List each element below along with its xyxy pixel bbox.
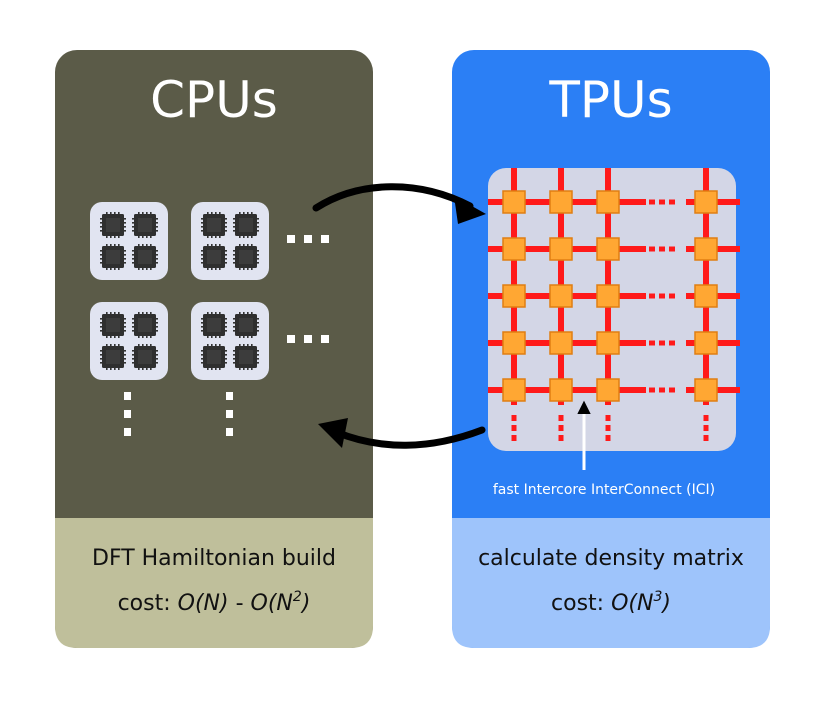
grid-ellipsis-dot [659,293,665,299]
grid-ellipsis-dot [659,387,665,393]
grid-ellipsis-dot [703,415,709,421]
tpu-core [596,237,620,261]
grid-ellipsis-dot [605,425,611,431]
cpu-chip-group [90,202,269,380]
cpu-chip-icon [201,244,227,270]
cpu-chip-icon [100,244,126,270]
cpu-chip-icon [132,344,158,370]
grid-ellipsis-dot [605,435,611,441]
grid-ellipsis-dot [558,415,564,421]
grid-ellipsis-dot [649,199,655,205]
cpu-chip-icon [132,244,158,270]
ici-label: fast Intercore InterConnect (ICI) [493,482,715,498]
cpu-caption-line2: cost: O(N) - O(N2) [118,589,311,616]
tpu-core [694,284,718,308]
tpu-caption-line1: calculate density matrix [478,546,744,571]
tpu-core [596,378,620,402]
cpu-formula-b-close: ) [300,591,311,616]
cpu-chip-icon [233,212,259,238]
tpu-core [694,190,718,214]
cpu-to-tpu-arrowhead [454,196,486,224]
data-flow-arrows [312,183,486,449]
grid-ellipsis-dot [558,425,564,431]
cpu-chip-icon [100,312,126,338]
cpu-panel-footer [55,518,373,648]
cpu-ellipsis-vertical [124,392,233,436]
cpu-separator: - [229,591,251,616]
cpu-caption-prefix: cost: [118,591,178,616]
cpu-chip-tile [191,302,269,380]
grid-ellipsis-dot [669,293,675,299]
tpu-core [502,284,526,308]
cpu-chip-icon [132,312,158,338]
tpu-core [549,237,573,261]
cpu-chip-icon [100,344,126,370]
tpu-core [694,331,718,355]
tpu-core [549,190,573,214]
grid-ellipsis-dot [669,199,675,205]
cpu-formula-b-sup: 2 [293,589,302,605]
tpu-core [596,190,620,214]
grid-ellipsis-dot [703,435,709,441]
tpu-to-cpu-arrow [332,426,486,449]
tpu-formula: O(N [611,591,653,616]
cpu-chip-tile [90,202,168,280]
tpu-caption-prefix: cost: [551,591,611,616]
grid-ellipsis-dot [669,340,675,346]
tpu-core [549,378,573,402]
cpu-chip-tile [191,202,269,280]
grid-ellipsis-dot [558,435,564,441]
grid-ellipsis-dot [605,415,611,421]
tpu-title: TPUs [548,71,672,129]
tpu-core [502,190,526,214]
tpu-panel: TPUs fast Intercore InterConnect (ICI) c… [452,50,770,648]
cpu-chip-icon [100,212,126,238]
cpu-to-tpu-arrow [312,183,474,212]
tpu-core [694,237,718,261]
grid-ellipsis-dot [659,340,665,346]
cpu-caption-line1: DFT Hamiltonian build [92,546,336,571]
tpu-core [596,284,620,308]
grid-ellipsis-dot [649,340,655,346]
grid-ellipsis-dot [703,425,709,431]
tpu-core [502,237,526,261]
cpu-chip-icon [132,212,158,238]
tpu-formula-close: ) [660,591,671,616]
grid-ellipsis-dot [659,246,665,252]
tpu-core [502,331,526,355]
tpu-core [694,378,718,402]
grid-ellipsis-dot [511,415,517,421]
grid-ellipsis-dot [649,246,655,252]
grid-ellipsis-dot [659,199,665,205]
cpu-chip-icon [201,312,227,338]
tpu-caption-line2: cost: O(N3) [551,589,671,616]
tpu-core [549,284,573,308]
cpu-chip-icon [233,312,259,338]
cpu-chip-icon [233,344,259,370]
cpu-formula-b: O(N [251,591,293,616]
cpu-chip-icon [201,344,227,370]
grid-ellipsis-dot [511,425,517,431]
cpu-chip-icon [233,244,259,270]
tpu-formula-sup: 3 [653,589,662,605]
grid-ellipsis-dot [669,387,675,393]
tpu-interconnect-grid [488,168,740,441]
cpu-ellipsis-horizontal [287,235,329,343]
grid-ellipsis-dot [649,293,655,299]
grid-ellipsis-dot [649,387,655,393]
tpu-core [549,331,573,355]
tpu-panel-footer [452,518,770,648]
grid-ellipsis-dot [669,246,675,252]
tpu-to-cpu-arrowhead [318,418,348,448]
cpu-panel: CPUs DFT Hamiltonian build cost: O(N) - … [55,50,373,648]
cpu-formula-a: O(N) [178,591,229,616]
cpu-title: CPUs [150,71,278,129]
cpu-chip-icon [201,212,227,238]
tpu-core [502,378,526,402]
grid-ellipsis-dot [511,435,517,441]
cpu-chip-tile [90,302,168,380]
tpu-core [596,331,620,355]
